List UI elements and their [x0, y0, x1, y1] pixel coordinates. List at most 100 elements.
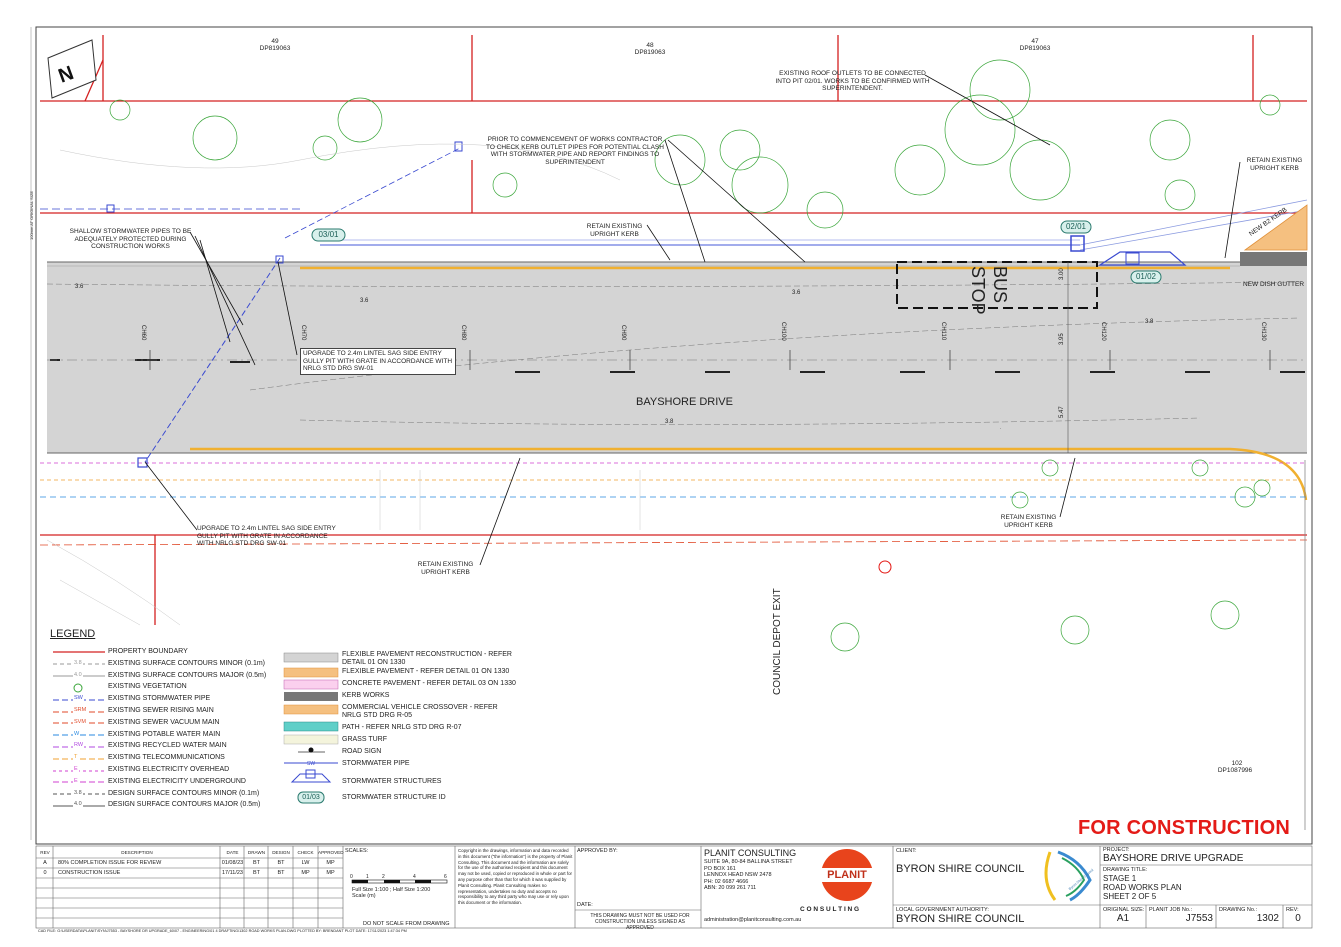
- drawing-title-line: SHEET 2 OF 5: [1103, 892, 1157, 901]
- legend-symbol: T: [73, 753, 79, 762]
- property-boundary: [40, 35, 1307, 625]
- north-arrow: N: [47, 39, 97, 99]
- scale-tick-label: 4: [413, 874, 416, 880]
- legend-item-label: KERB WORKS: [342, 692, 390, 699]
- lot-48-dp: DP819063: [634, 49, 666, 56]
- title-block-grid: [35, 845, 1313, 929]
- road-pavement: [47, 262, 1307, 453]
- legend-item-label: GRASS TURF: [342, 736, 387, 743]
- pit-03-01: [275, 255, 284, 264]
- note-retain-kerb-5: RETAIN EXISTING UPRIGHT KERB: [1000, 428, 1001, 429]
- legend-item-label: EXISTING SEWER RISING MAIN: [108, 707, 214, 714]
- note-retain-kerb-3: RETAIN EXISTING UPRIGHT KERB: [1000, 514, 1057, 529]
- revision-cell: 01/08/23: [221, 860, 244, 866]
- lot-48-number: 48: [646, 42, 654, 49]
- margin-note: 100mm AT ORIGINAL SIZE: [29, 190, 34, 240]
- lot-49-dp: DP819063: [259, 45, 291, 52]
- legend-item-label: EXISTING ELECTRICITY OVERHEAD: [108, 766, 230, 773]
- contour-label: 3.6: [360, 298, 369, 304]
- revision-description: CONSTRUCTION ISSUE: [58, 870, 121, 876]
- do-not-scale: DO NOT SCALE FROM DRAWING: [363, 921, 450, 927]
- sheet-border: [35, 26, 1313, 845]
- legend-item-label: PATH - REFER NRLG STD DRG R-07: [342, 724, 462, 731]
- scale-bar: [351, 879, 448, 884]
- council-logo: [1044, 850, 1092, 902]
- legend-symbol: W: [73, 729, 81, 738]
- for-construction-stamp: FOR CONSTRUCTION: [1078, 817, 1291, 839]
- legend-symbol: E: [73, 776, 79, 785]
- note-roof-outlets: EXISTING ROOF OUTLETS TO BE CONNECTED IN…: [775, 70, 930, 92]
- legend-item-label: FLEXIBLE PAVEMENT RECONSTRUCTION - REFER…: [342, 651, 512, 666]
- date-label: DATE:: [577, 902, 593, 908]
- drawing-number: 1302: [1256, 913, 1279, 924]
- legend-symbol: SVM: [73, 717, 87, 726]
- dim-label: 5.47: [1059, 406, 1065, 418]
- revision-cell: BT: [277, 870, 285, 876]
- project-label: PROJECT:: [1103, 847, 1130, 853]
- client-label: CLIENT:: [896, 848, 917, 854]
- chainage-label: CH100: [780, 322, 786, 341]
- legend-symbol: E: [73, 765, 79, 773]
- road-linemarking: [50, 359, 1305, 373]
- chainage-label: CH110: [940, 322, 946, 341]
- revision-cell: BT: [277, 860, 285, 866]
- kerb-works-south: [190, 447, 1308, 501]
- note-shallow-pipes: SHALLOW STORMWATER PIPES TO BE ADEQUATEL…: [69, 228, 192, 250]
- planit-logo-text: PLANIT: [827, 869, 867, 881]
- legend-item-label: STORMWATER PIPE: [342, 760, 410, 767]
- scale-unit: Scale (m): [352, 893, 376, 899]
- original-size: A1: [1116, 913, 1130, 924]
- bus-marking-1: BUS: [990, 266, 1010, 304]
- revision-cell: A: [43, 860, 47, 866]
- lot-47-dp: DP819063: [1019, 45, 1051, 52]
- legend-item-label: EXISTING ELECTRICITY UNDERGROUND: [108, 777, 246, 785]
- project-name: BAYSHORE DRIVE UPGRADE: [1103, 853, 1244, 864]
- drawing-title-label: DRAWING TITLE:: [1103, 867, 1148, 873]
- leader-lines: [144, 74, 1241, 566]
- job-label: PLANIT JOB No.:: [1149, 907, 1192, 913]
- scale-tick-label: 2: [382, 874, 385, 880]
- legend-symbol: 4.0: [73, 670, 83, 679]
- job-number: J7553: [1185, 913, 1213, 924]
- scale-note: Full Size 1:100 ; Half Size 1:200: [352, 887, 431, 893]
- svg-text:N: N: [56, 62, 77, 88]
- legend-item-label: EXISTING SEWER VACUUM MAIN: [108, 718, 220, 726]
- planit-logo-sub: C O N S U L T I N G: [800, 906, 860, 913]
- revision-header: CHECK: [297, 850, 314, 855]
- cad-file-path: CAD FILE: G:\USERDATA\PLANIT\SYN\J7553 -…: [38, 929, 407, 933]
- chainage-label: CH60: [140, 325, 146, 341]
- legend-item-label: EXISTING RECYCLED WATER MAIN: [108, 742, 227, 750]
- legend-item-label: EXISTING POTABLE WATER MAIN: [108, 730, 221, 738]
- scale-tick-label: 6: [444, 874, 447, 880]
- road-name: BAYSHORE DRIVE: [636, 396, 733, 408]
- revision-header: DESIGN: [272, 850, 290, 855]
- legend-item-label: EXISTING TELECOMMUNICATIONS: [108, 754, 225, 762]
- legend-item-label: EXISTING VEGETATION: [108, 683, 187, 691]
- chainage-label: CH90: [620, 325, 626, 341]
- original-size-label: ORIGINAL SIZE:: [1103, 907, 1145, 913]
- revision-header: DESCRIPTION: [121, 850, 153, 855]
- legend-item-label: STORMWATER STRUCTURES: [342, 778, 442, 785]
- pit-01-02: [1097, 251, 1187, 266]
- legend-item-label: DESIGN SURFACE CONTOURS MINOR (0.1m): [108, 789, 260, 797]
- lot-47-number: 47: [1031, 38, 1039, 45]
- planit-logo: [815, 849, 879, 901]
- legend-item-label: EXISTING SURFACE CONTOURS MAJOR (0.5m): [108, 671, 267, 679]
- revision-header: DATE: [226, 850, 239, 855]
- bus-stop-zone: [896, 261, 1098, 309]
- contour-label: 3.8: [665, 419, 674, 425]
- drawing-title-line: ROAD WORKS PLAN: [1103, 883, 1182, 892]
- scale-tick-label: 1: [366, 874, 369, 880]
- revision-cell: BT: [252, 870, 261, 876]
- legend-id-symbol: 01/03: [302, 794, 320, 801]
- company-address-line: PO BOX 161: [704, 865, 736, 872]
- note-upgrade-pit-2: UPGRADE TO 2.4m LINTEL SAG SIDE ENTRY GU…: [197, 525, 336, 547]
- legend-item-label: CONCRETE PAVEMENT - REFER DETAIL 03 ON 1…: [342, 680, 516, 687]
- structure-id-02-01: 02/01: [1065, 222, 1087, 231]
- rev-value: 0: [1295, 913, 1301, 924]
- chainage-label: CH130: [1260, 322, 1266, 341]
- copyright-notice: Copyright in the drawings, information a…: [458, 848, 573, 906]
- legend-item-label: FLEXIBLE PAVEMENT - REFER DETAIL 01 ON 1…: [342, 668, 510, 675]
- revision-cell: BT: [252, 860, 261, 866]
